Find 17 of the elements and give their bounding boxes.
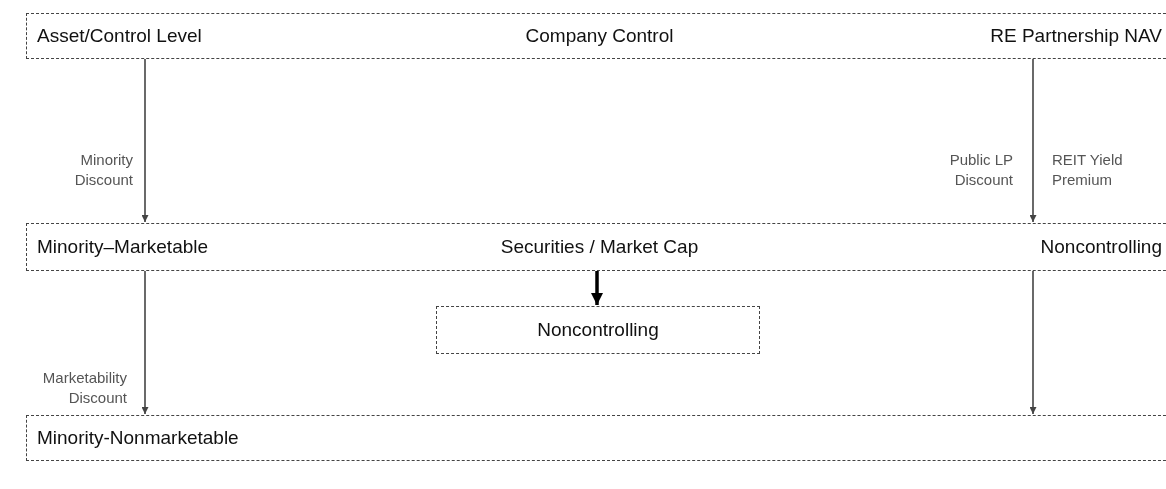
arrow — [591, 271, 603, 305]
level-title: Minority–Marketable — [37, 236, 210, 258]
arrow — [141, 270, 149, 415]
level-title: Company Control — [524, 25, 675, 47]
level-title: Securities / Market Cap — [499, 236, 700, 258]
level-title: Asset/Control Level — [37, 25, 203, 47]
level-band — [26, 13, 1166, 59]
level-band — [26, 223, 1166, 271]
arrow — [141, 58, 149, 223]
level-title: Noncontrolling — [536, 319, 660, 341]
level-title: Noncontrolling — [1039, 236, 1162, 258]
arrow — [1029, 58, 1037, 223]
level-band — [26, 415, 1166, 461]
process-box — [436, 306, 760, 354]
level-title: RE Partnership NAV — [989, 25, 1162, 47]
arrow — [1029, 270, 1037, 415]
level-title: Minority-Nonmarketable — [37, 427, 240, 449]
